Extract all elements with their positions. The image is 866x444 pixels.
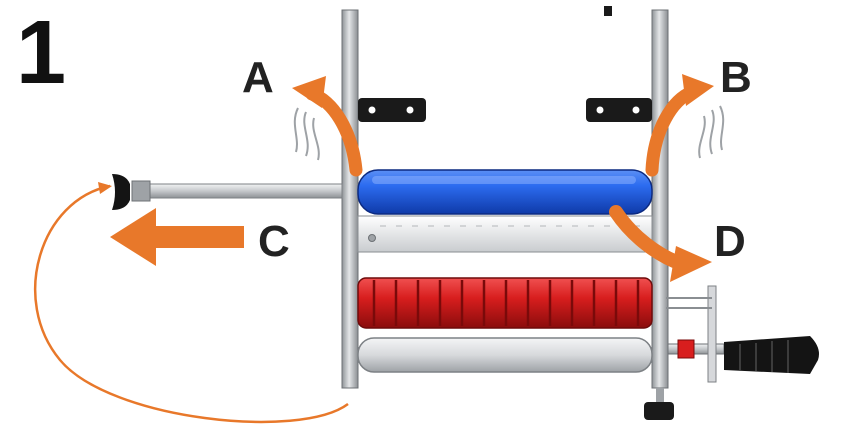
- cutting-plate: [357, 215, 653, 253]
- rod-guide-curve: [34, 184, 349, 424]
- label-d: D: [714, 217, 746, 266]
- arrow-c: [110, 208, 244, 266]
- blue-roller: [357, 169, 653, 215]
- label-a: A: [242, 53, 274, 102]
- top-clip: [604, 6, 612, 16]
- arrow-a: [292, 76, 363, 177]
- hand-motion-right: [698, 105, 725, 159]
- right-frame-post: [651, 9, 669, 389]
- red-gear-roller: [357, 277, 653, 329]
- hand-motion-left: [293, 107, 320, 161]
- removed-rod: [112, 174, 343, 210]
- bottom-roller: [357, 337, 653, 373]
- right-bracket: [586, 98, 652, 122]
- label-c: C: [258, 217, 290, 266]
- crank-handle: [666, 285, 819, 383]
- left-frame-post: [341, 9, 359, 389]
- left-bracket: [358, 98, 426, 122]
- step-number: 1: [16, 3, 67, 103]
- label-b: B: [720, 53, 752, 102]
- foot-knob: [644, 388, 674, 420]
- arrow-b: [645, 74, 714, 177]
- guide-arrow-head: [98, 182, 112, 194]
- arrow-d: [609, 205, 712, 282]
